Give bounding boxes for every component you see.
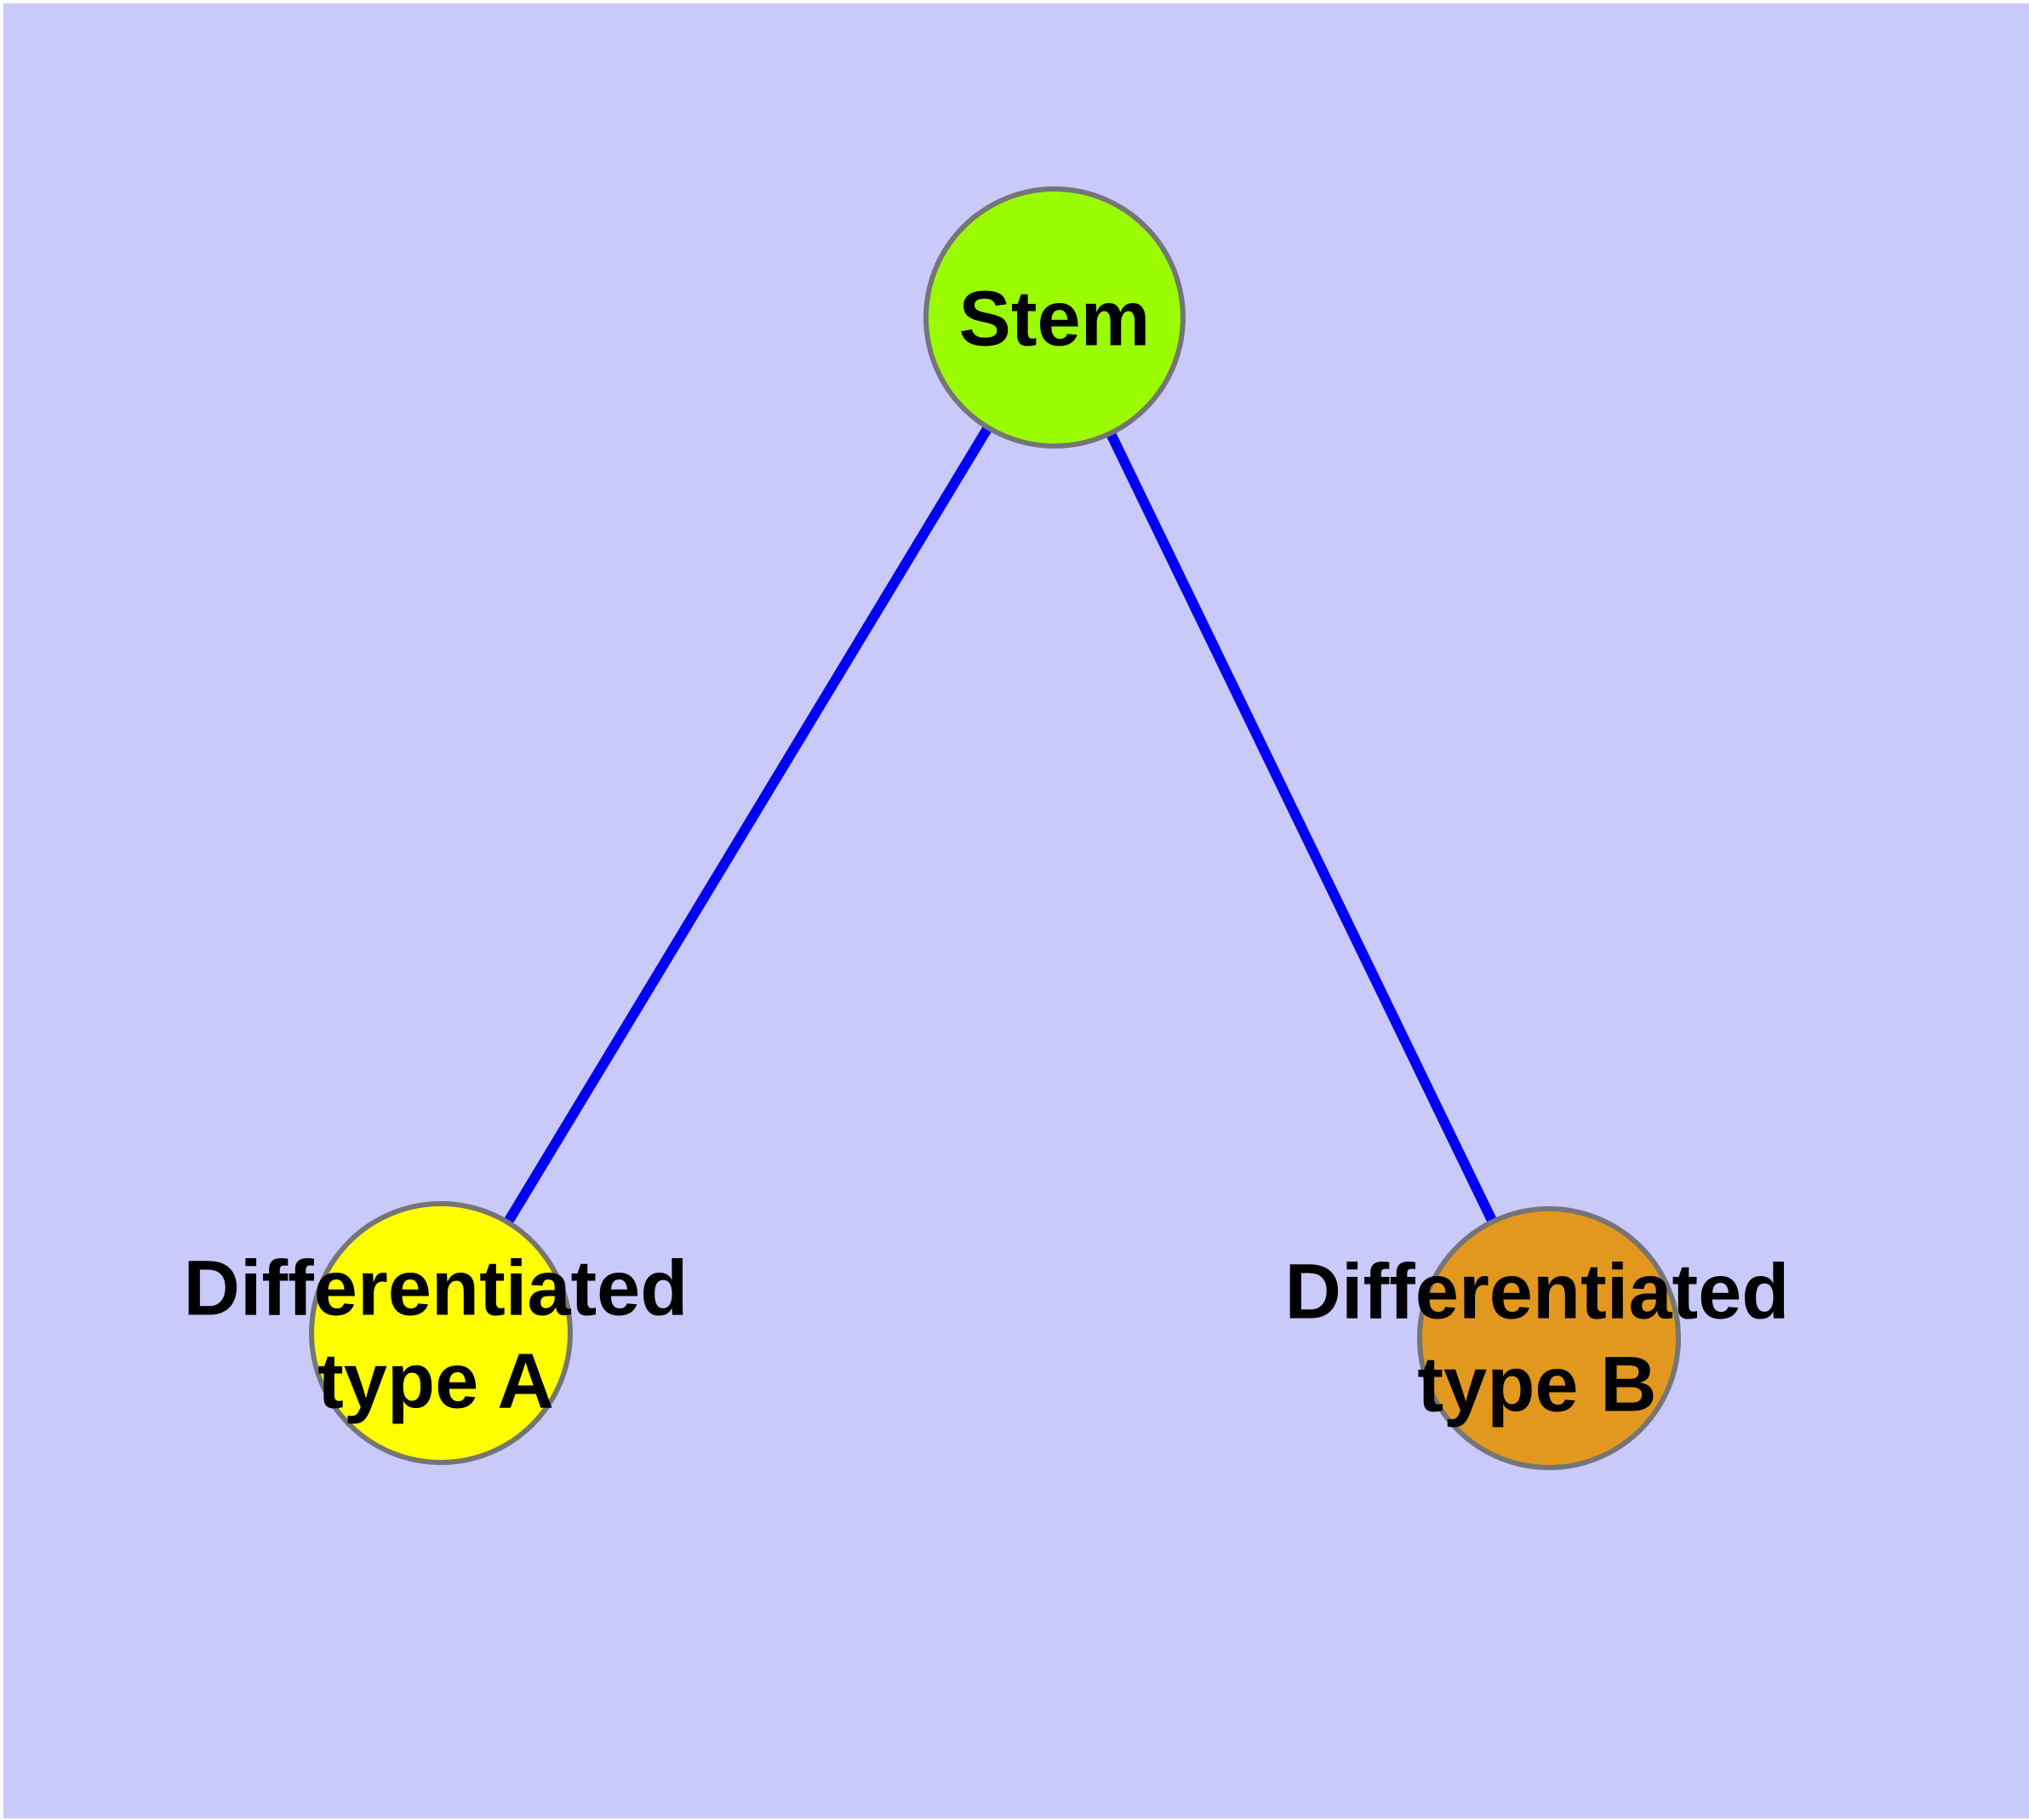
node-stem-circle bbox=[923, 186, 1186, 449]
edge-stem-to-type-b bbox=[1049, 315, 1554, 1341]
node-differentiated-type-b-circle bbox=[1417, 1206, 1681, 1470]
node-differentiated-type-a-circle bbox=[309, 1201, 573, 1465]
edge-stem-to-type-a bbox=[436, 314, 1060, 1336]
